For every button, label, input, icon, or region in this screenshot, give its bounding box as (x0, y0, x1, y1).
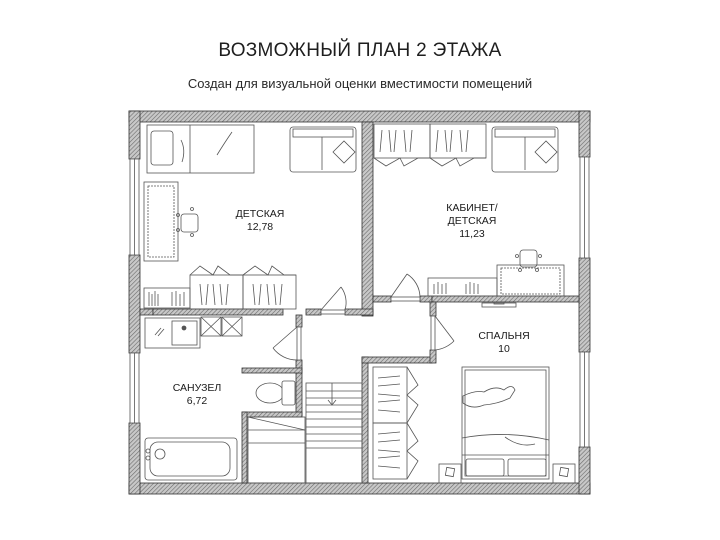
room-name: САНУЗЕЛ (172, 382, 222, 394)
room-area: 12,78 (246, 221, 274, 233)
page-title: ВОЗМОЖНЫЙ ПЛАН 2 ЭТАЖА (218, 40, 502, 61)
bed-icon (146, 124, 255, 174)
room-name: КАБИНЕТ/ (446, 202, 498, 214)
cabinet-icon (200, 316, 243, 337)
wardrobe-icon (189, 265, 297, 310)
chair-icon (515, 249, 542, 272)
desk-icon (143, 181, 179, 262)
room-area: 6,72 (186, 395, 208, 407)
stairs-icon (247, 382, 363, 484)
outer-walls (128, 110, 591, 495)
tv-icon (481, 301, 517, 308)
door-icon (272, 273, 455, 361)
room-label-detskaya: ДЕТСКАЯ 12,78 (220, 208, 300, 234)
room-label-kabinet: КАБИНЕТ/ ДЕТСКАЯ 11,23 (432, 202, 512, 241)
desk-icon (496, 264, 565, 297)
sofa-icon (491, 126, 559, 173)
room-name: СПАЛЬНЯ (478, 330, 530, 342)
room-area: 10 (498, 343, 510, 355)
page-subtitle: Создан для визуальной оценки вместимости… (187, 76, 533, 91)
bookshelf-icon (427, 277, 498, 297)
toilet-icon (255, 380, 296, 406)
room-label-sanuzel: САНУЗЕЛ 6,72 (157, 382, 237, 408)
window-icon (129, 156, 590, 448)
wardrobe-icon (373, 123, 487, 167)
double-bed-icon (461, 366, 550, 480)
room-name-2: ДЕТСКАЯ (447, 215, 497, 227)
room-name: ДЕТСКАЯ (235, 208, 285, 220)
bathtub-icon (144, 437, 238, 481)
bookshelf-icon (143, 287, 191, 309)
wardrobe-icon (372, 366, 419, 480)
sofa-icon (289, 126, 357, 173)
sink-icon (144, 317, 201, 349)
nightstand-icon (438, 463, 576, 484)
room-area: 11,23 (459, 228, 485, 240)
room-label-spalnya: СПАЛЬНЯ 10 (464, 330, 544, 356)
chair-icon (176, 207, 199, 237)
inner-walls (139, 121, 580, 484)
